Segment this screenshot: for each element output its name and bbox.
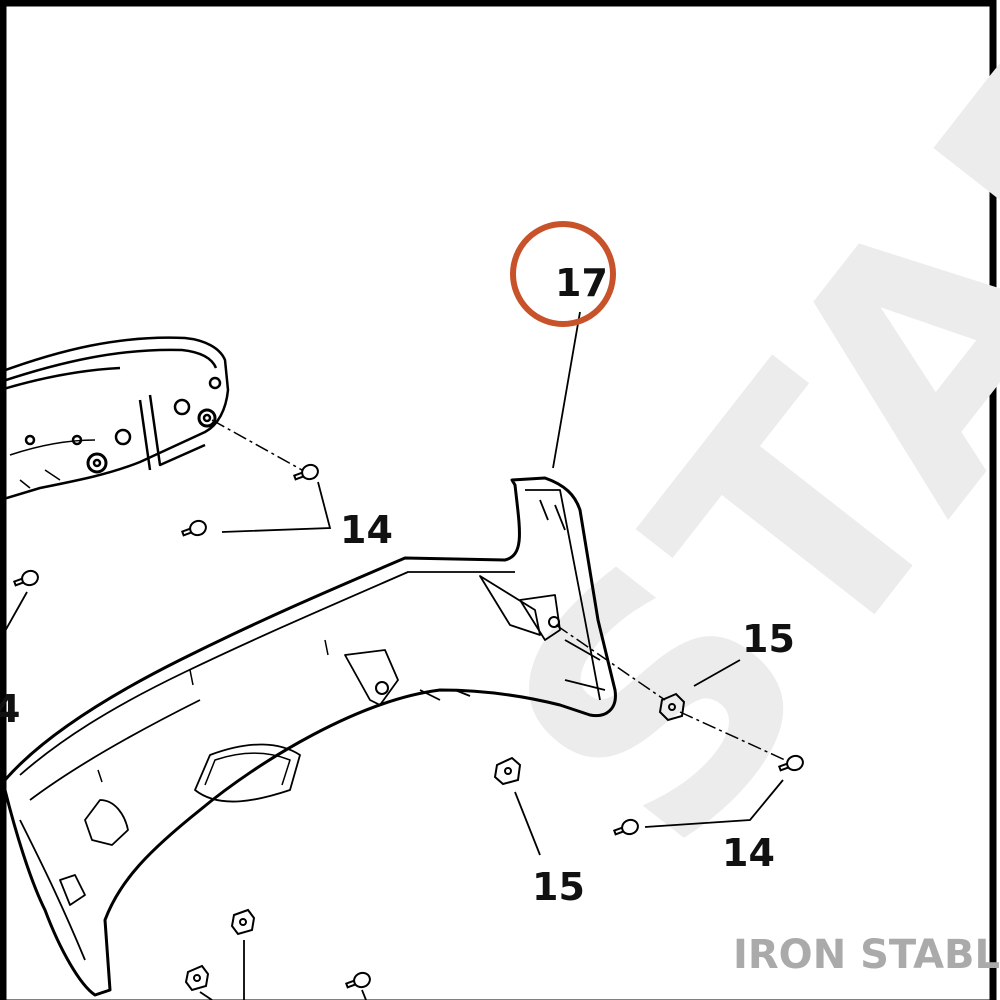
callout-15-lower: 15	[532, 865, 585, 909]
screw-left	[12, 569, 39, 587]
callout-14-left-partial: 4	[0, 687, 20, 731]
screw-right	[777, 754, 804, 772]
screw-upper-b	[180, 519, 207, 537]
screw-bottom	[344, 971, 371, 989]
callout-15-right: 15	[742, 617, 795, 661]
watermark: STABLE	[437, 0, 1000, 914]
watermark-text: STABLE	[437, 0, 1000, 914]
assembly-axes	[211, 419, 786, 761]
clip-15-right	[658, 692, 686, 722]
trim-panel-part-17	[3, 476, 617, 997]
callout-17: 17	[555, 261, 608, 305]
clip-15-lower	[493, 756, 522, 786]
upper-bracket	[0, 336, 230, 502]
clip-15-bottom-a	[230, 908, 256, 936]
highlight-circle	[510, 221, 616, 327]
callout-14-upper: 14	[340, 508, 393, 552]
clip-15-bottom-b	[184, 964, 210, 992]
screw-lower	[612, 818, 639, 836]
callout-14-lower-right: 14	[722, 831, 775, 875]
leader-lines	[0, 311, 784, 1000]
brand-text: IRON STABLE	[733, 932, 1000, 978]
screw-upper-a	[292, 463, 319, 481]
